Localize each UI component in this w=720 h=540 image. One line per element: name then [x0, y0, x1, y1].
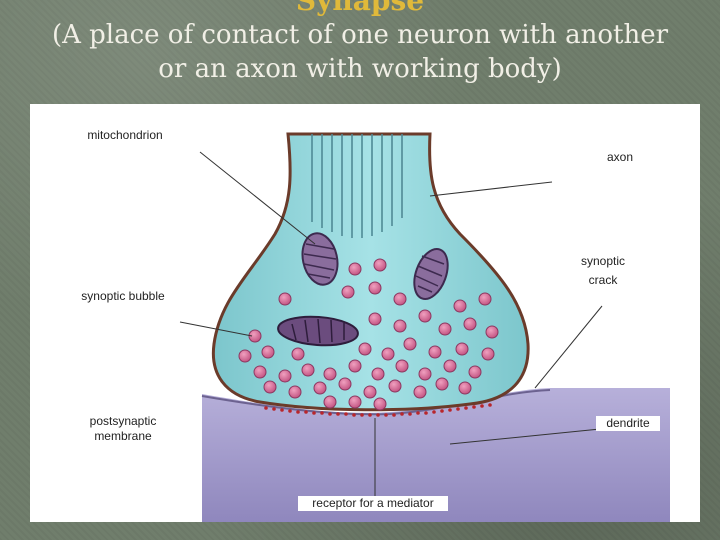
slide-title: Synapse	[295, 0, 425, 17]
label-postsynaptic-line-2: membrane	[94, 429, 152, 443]
leader-mitochondrion	[199, 151, 316, 245]
synapse-illustration	[179, 132, 670, 522]
microtubules	[311, 134, 403, 238]
label-synoptic-crack: synoptic crack	[558, 254, 648, 288]
label-synoptic-bubble: synoptic bubble	[66, 289, 180, 304]
synaptic-vesicles	[238, 258, 499, 411]
mitochondrion-3	[277, 315, 359, 347]
receptor-dots	[264, 403, 492, 417]
mitochondrion-1	[301, 232, 339, 286]
leader-synoptic-bubble	[179, 321, 253, 337]
label-axon: axon	[590, 150, 650, 165]
leader-synoptic-crack	[534, 305, 603, 389]
label-synoptic-crack-line-2: crack	[588, 273, 618, 287]
label-postsynaptic-membrane: postsynaptic membrane	[68, 414, 178, 444]
label-postsynaptic-line-1: postsynaptic	[89, 414, 157, 428]
leader-dendrite	[449, 428, 601, 445]
label-dendrite: dendrite	[596, 416, 660, 431]
synapse-diagram: mitochondrion axon synoptic crack synopt…	[30, 104, 700, 522]
slide-subtitle-line-1: (A place of contact of one neuron with a…	[51, 20, 669, 50]
label-receptor-for-mediator: receptor for a mediator	[298, 496, 448, 511]
slide-subtitle-line-2: or an axon with working body)	[158, 54, 562, 84]
leader-axon	[429, 181, 553, 197]
label-mitochondrion: mitochondrion	[70, 128, 180, 143]
leader-lines	[179, 151, 603, 496]
label-synoptic-crack-line-1: synoptic	[580, 254, 626, 268]
slide-title-block: Synapse (A place of contact of one neuro…	[0, 0, 720, 86]
dendrite-shape	[202, 388, 670, 522]
mitochondrion-2	[413, 248, 449, 300]
